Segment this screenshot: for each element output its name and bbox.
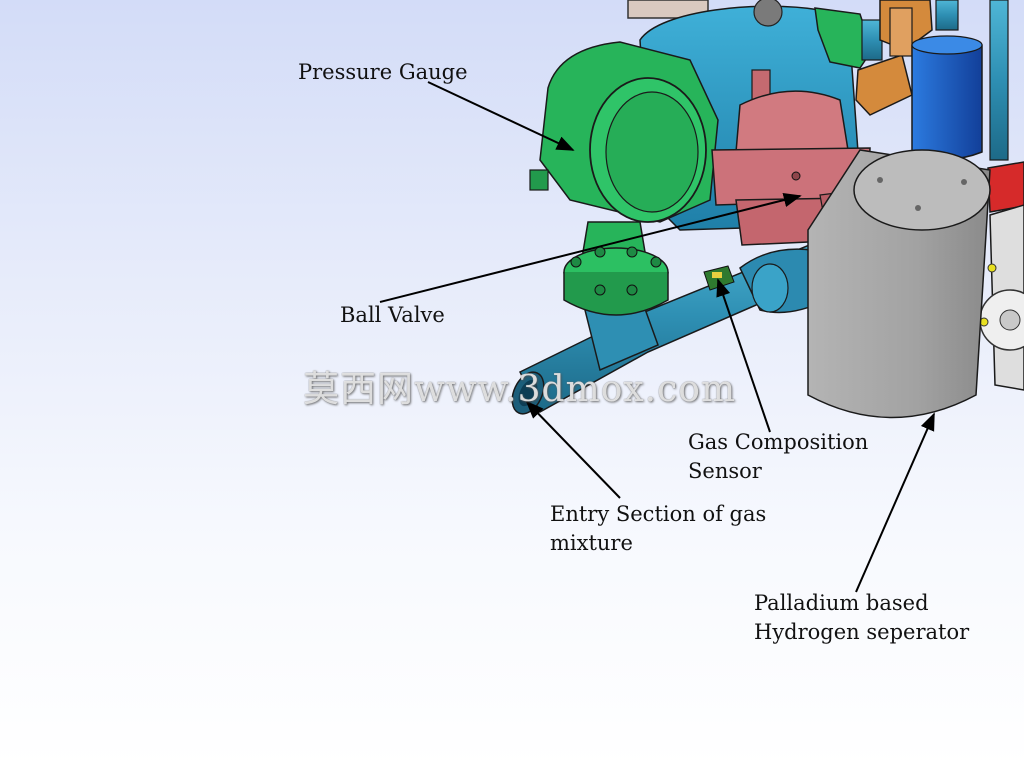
arrow-gas-sensor [716,278,771,433]
arrow-pressure-gauge [427,81,575,151]
label-entry-section: Entry Section of gas mixture [550,500,766,558]
label-pressure-gauge: Pressure Gauge [298,60,468,84]
label-ball-valve: Ball Valve [340,303,445,327]
label-separator: Palladium based Hydrogen seperator [754,589,969,647]
label-separator-line1: Palladium based [754,591,929,615]
separator-shape [807,149,991,419]
arrow-separator [855,412,935,593]
leader-lines [379,81,935,593]
watermark-text: 莫西网www.3dmox.com [303,369,737,410]
label-entry-line1: Entry Section of gas [550,502,767,526]
arrow-entry-section [525,400,621,499]
label-separator-line2: Hydrogen seperator [754,620,970,644]
pressure-gauge-shape [529,41,719,316]
label-gas-sensor-line2: Sensor [688,459,762,483]
arrow-ball-valve [379,192,802,303]
label-gas-sensor: Gas Composition Sensor [688,428,868,486]
label-gas-sensor-line1: Gas Composition [688,430,869,454]
label-entry-line2: mixture [550,531,633,555]
